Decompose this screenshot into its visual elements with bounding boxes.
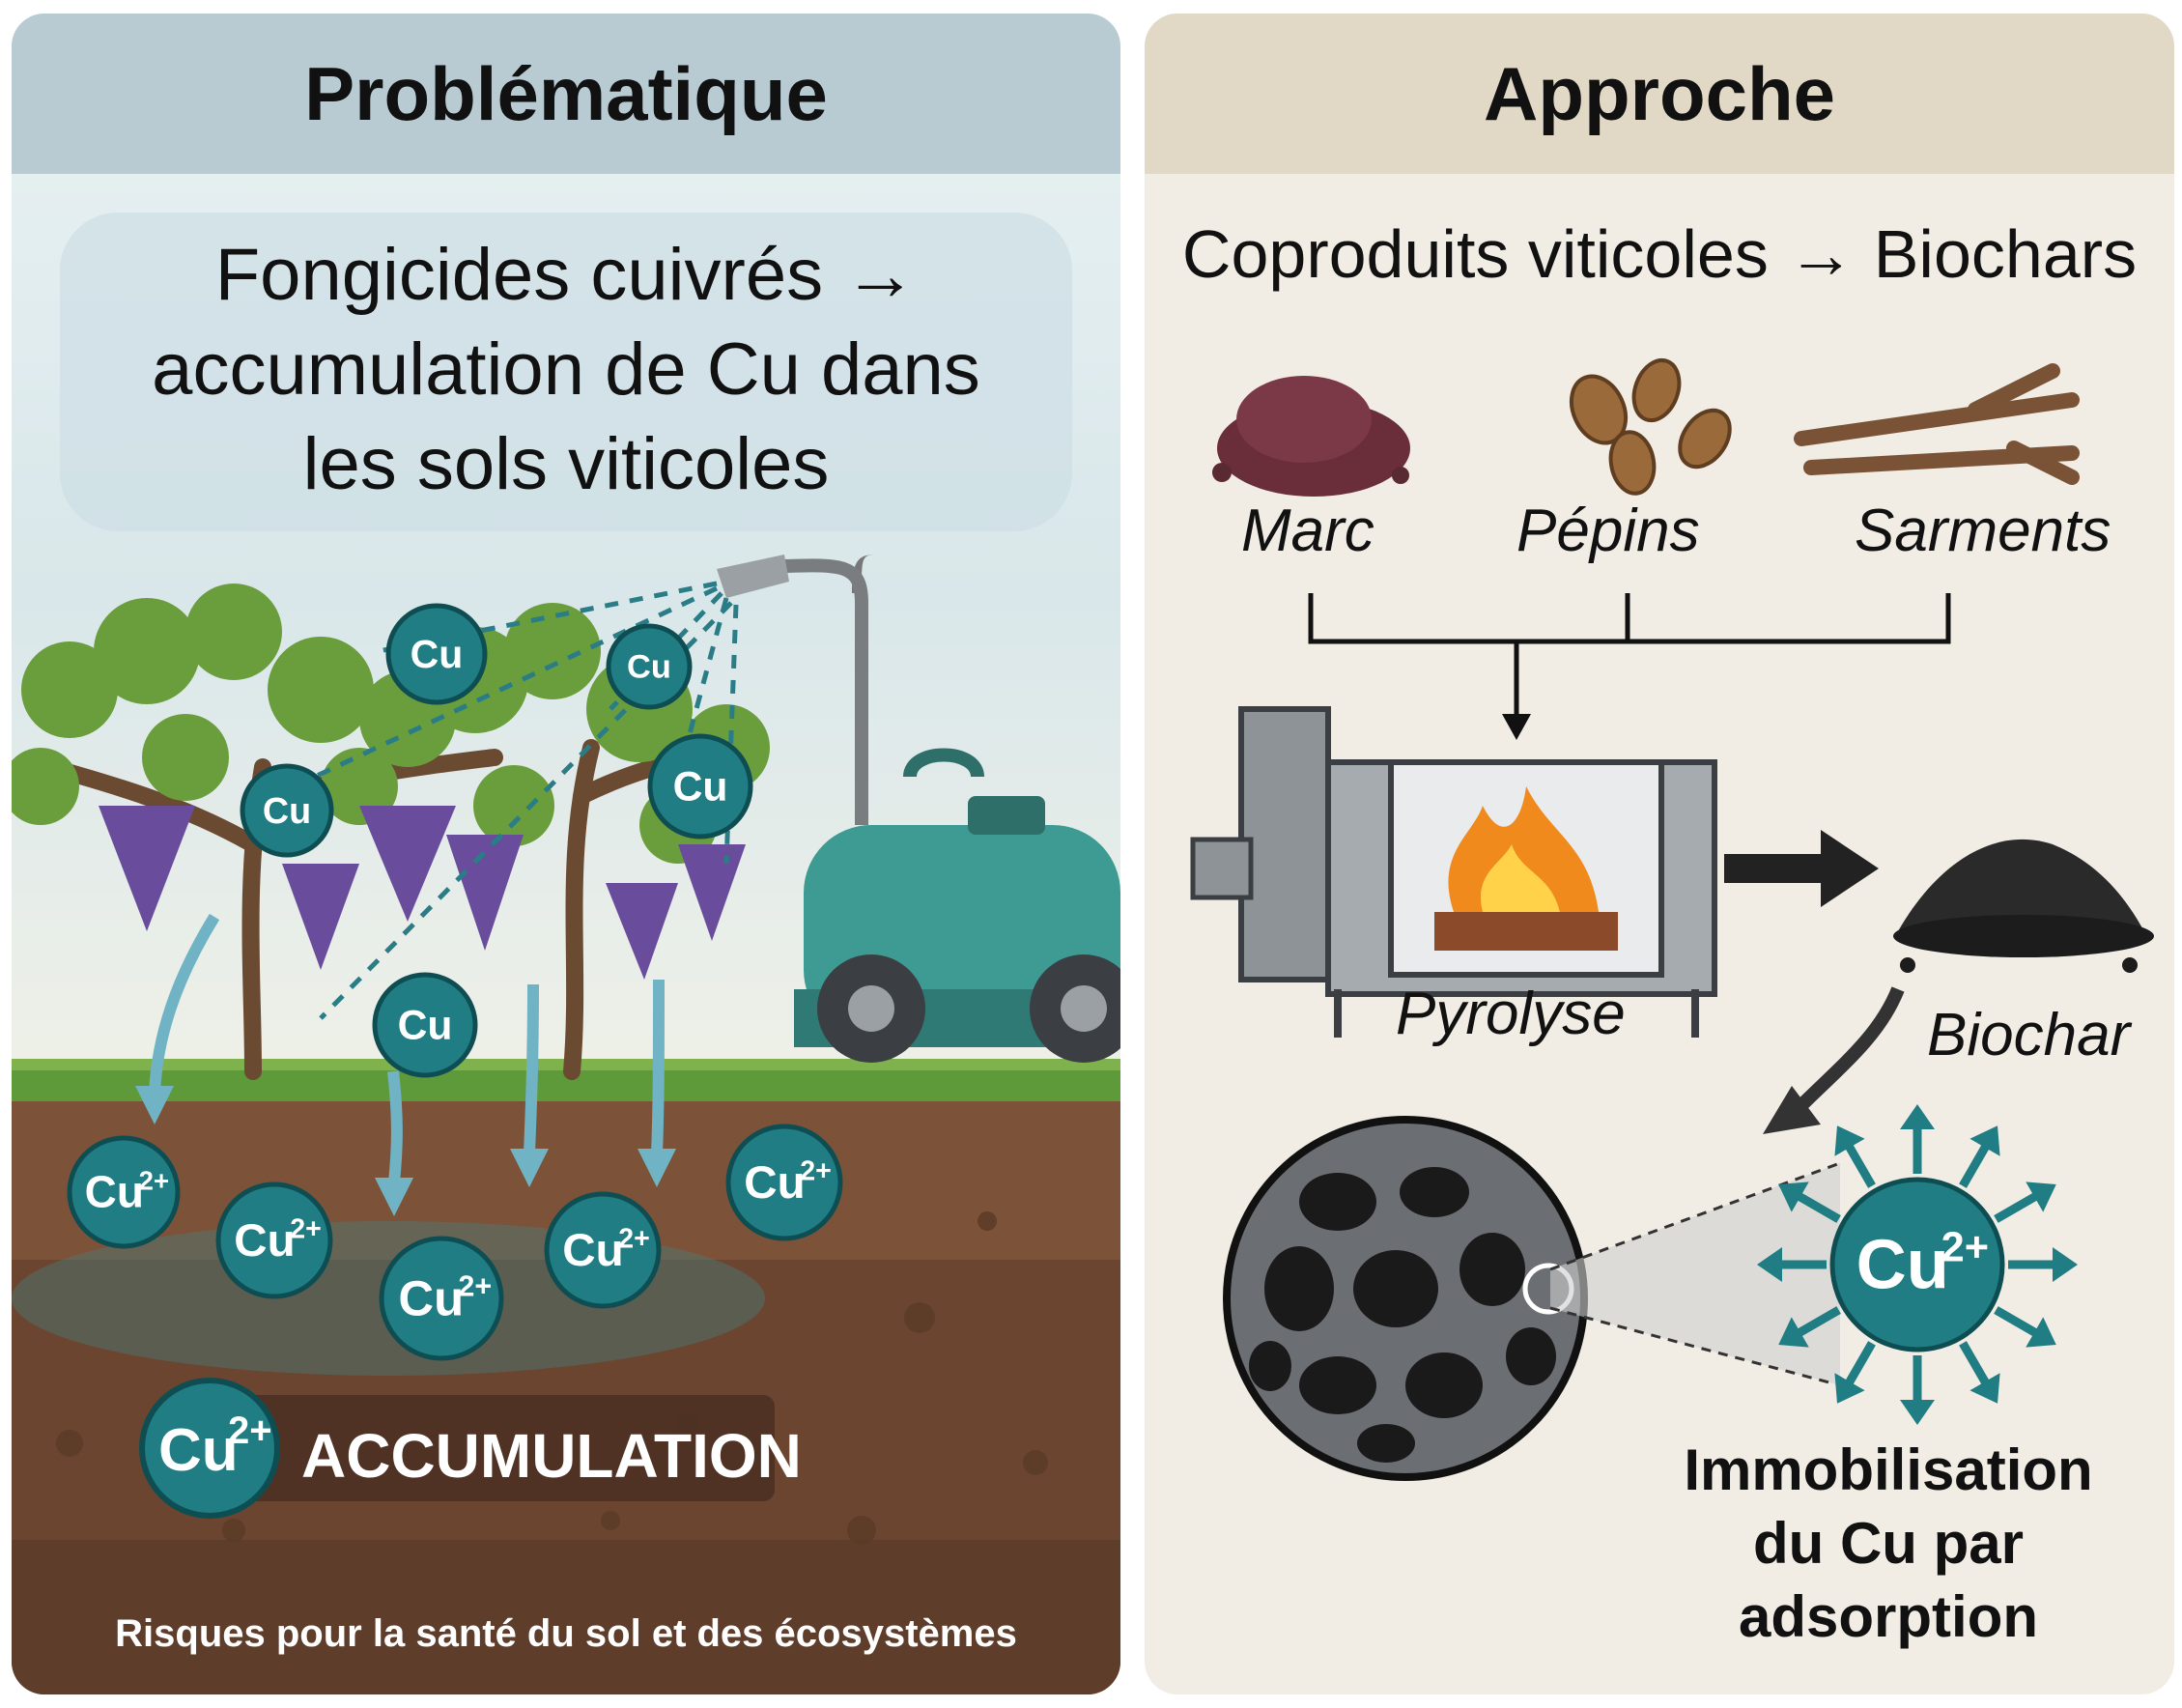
cu2-ion-group: Cu2+Cu2+Cu2+Cu2+Cu2+	[67, 1124, 843, 1361]
cu2-ion-2-charge: 2+	[290, 1214, 322, 1245]
approach-panel: Approche Coproduits viticoles → Biochars	[1145, 14, 2174, 1694]
problem-subtitle-line-3: les sols viticoles	[302, 423, 830, 505]
immobilisation-text: Immobilisation du Cu par adsorption	[1618, 1434, 2159, 1654]
immobilisation-line-3: adsorption	[1739, 1584, 2038, 1649]
cu-ion-3: Cu	[240, 763, 334, 858]
pyrolysis-reactor-icon	[1190, 706, 1717, 1038]
grape-seeds-icon	[1569, 358, 1732, 496]
problem-title: Problématique	[12, 14, 1120, 174]
feedstock-connectors	[1308, 593, 1951, 719]
cu-ion-2-label: Cu	[627, 649, 671, 686]
vine-canes-icon	[1794, 363, 2080, 485]
accumulation-banner	[234, 1395, 775, 1501]
cu2-ion-1: Cu2+	[67, 1135, 181, 1249]
approach-subtitle: Coproduits viticoles → Biochars	[1181, 216, 2138, 292]
adsorbed-cu2-ion: Cu2+	[1757, 1104, 2078, 1425]
adsorption-arrowhead	[1900, 1104, 1935, 1129]
adsorption-arrowhead	[1969, 1373, 2000, 1404]
problem-panel: Problématique Fongicides cuivrés → accum…	[12, 14, 1120, 1694]
adsorption-arrowhead	[1834, 1373, 1865, 1404]
adsorption-arrowhead	[2026, 1317, 2056, 1348]
cu2-ion-5: Cu2+	[725, 1124, 843, 1241]
cu-ion-2: Cu	[606, 623, 693, 710]
cu-ion-4-label: Cu	[673, 763, 728, 810]
cu-ion-3-label: Cu	[263, 790, 311, 831]
grape-clusters	[99, 806, 746, 980]
leaching-arrows	[149, 913, 665, 1183]
big-cu2-ion: Cu 2+	[139, 1378, 280, 1519]
adsorption-ray	[1994, 1189, 2044, 1223]
spray-nozzle-icon	[717, 555, 789, 598]
immobilisation-line-1: Immobilisation	[1684, 1438, 2093, 1502]
adsorption-arrowhead	[2053, 1247, 2078, 1282]
to-biochar-arrow	[1724, 830, 1879, 907]
subtitle-cloud	[60, 213, 1072, 531]
feedstock-label-pepins: Pépins	[1516, 498, 1700, 564]
feedstock-label-marc: Marc	[1241, 498, 1374, 564]
cu2-ion-3-label: Cu	[398, 1270, 464, 1325]
cu2-ion-5-label: Cu	[744, 1157, 805, 1209]
adsorbed-ion-charge: 2+	[1941, 1224, 1989, 1270]
adsorption-arrowhead	[1900, 1400, 1935, 1425]
zoom-cone	[1550, 1163, 1840, 1385]
cu2-ion-4-charge: 2+	[618, 1224, 650, 1255]
to-pores-arrow	[1787, 986, 1905, 1120]
big-ion-base: Cu	[158, 1417, 239, 1484]
adsorbed-ion-label: Cu	[1856, 1227, 1949, 1304]
approach-title: Approche	[1145, 14, 2174, 174]
accumulation-label: ACCUMULATION	[301, 1421, 802, 1491]
cu2-ion-3-charge: 2+	[458, 1269, 492, 1302]
adsorption-ray	[1842, 1138, 1876, 1188]
cu2-ion-2: Cu2+	[215, 1181, 333, 1299]
porous-biochar-micrograph	[1223, 1116, 1588, 1481]
adsorption-ray	[1842, 1341, 1876, 1391]
cu2-ion-1-charge: 2+	[139, 1166, 169, 1196]
immobilisation-line-2: du Cu par	[1753, 1511, 2024, 1576]
cu2-ion-4-label: Cu	[562, 1225, 623, 1276]
cu2-ion-1-label: Cu	[85, 1167, 144, 1217]
cu-ion-5-label: Cu	[398, 1002, 453, 1048]
cu-ion-1: Cu	[385, 603, 488, 705]
cu2-ion-3: Cu2+	[379, 1236, 504, 1361]
pomace-pile-icon	[1212, 376, 1410, 497]
adsorption-arrowhead	[1778, 1317, 1809, 1348]
cu-ion-1-label: Cu	[411, 632, 464, 676]
sprayer-tractor	[717, 555, 1120, 1063]
cu2-ion-4: Cu2+	[544, 1191, 662, 1309]
adsorption-arrowhead	[1834, 1125, 1865, 1156]
problem-subtitle-line-1: Fongicides cuivrés →	[214, 234, 918, 316]
approach-diagram: Cu2+	[1190, 358, 2154, 1481]
cu2-ion-2-label: Cu	[234, 1215, 295, 1267]
feedstock-label-sarments: Sarments	[1855, 498, 2111, 564]
biochar-pile-icon	[1893, 839, 2154, 973]
adsorbed-ion: Cu2+	[1829, 1177, 2005, 1352]
adsorption-arrowhead	[1778, 1181, 1809, 1212]
risk-footer: Risques pour la santé du sol et des écos…	[115, 1612, 1017, 1655]
adsorption-ray	[1994, 1306, 2044, 1340]
adsorption-arrowhead	[1757, 1247, 1782, 1282]
adsorption-ray	[1959, 1341, 1993, 1391]
adsorption-ray	[1959, 1138, 1993, 1188]
biochar-label: Biochar	[1927, 1002, 2131, 1068]
problem-subtitle-line-2: accumulation de Cu dans	[152, 328, 980, 411]
adsorption-ray	[1791, 1306, 1841, 1340]
cu-ion-5: Cu	[372, 972, 478, 1078]
cu2-ion-5-charge: 2+	[800, 1156, 832, 1187]
pyrolysis-label: Pyrolyse	[1396, 981, 1626, 1047]
adsorption-ray	[1791, 1189, 1841, 1223]
to-pyrolysis-arrow	[1502, 714, 1531, 740]
big-ion-charge: 2+	[228, 1409, 272, 1452]
cu-ion-4: Cu	[647, 733, 753, 840]
adsorption-arrowhead	[1969, 1125, 2000, 1156]
adsorption-arrowhead	[2026, 1181, 2056, 1212]
